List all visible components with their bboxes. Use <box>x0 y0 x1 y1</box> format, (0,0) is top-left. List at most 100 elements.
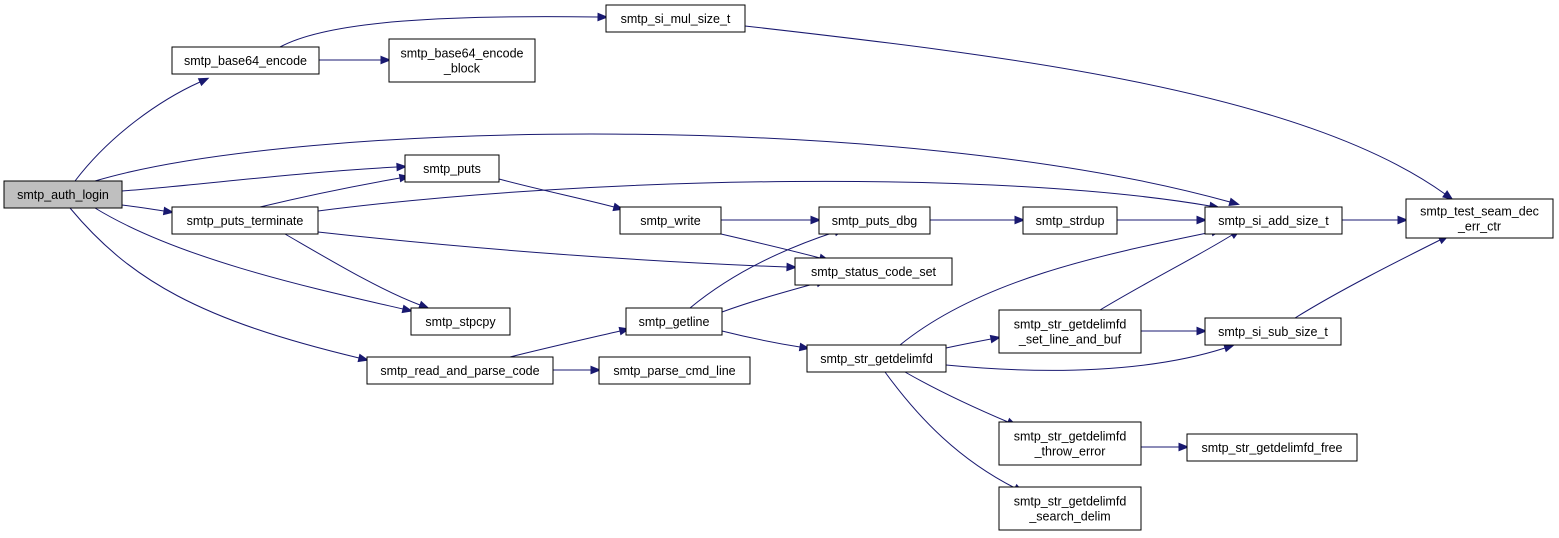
function-node-smtp-si-mul-size-t[interactable]: smtp_si_mul_size_t <box>605 4 746 33</box>
node-box <box>1186 433 1358 462</box>
arrow-head <box>1196 326 1208 336</box>
node-label: smtp_str_getdelimfd <box>1014 318 1127 332</box>
node-label: smtp_puts <box>423 162 481 176</box>
call-edge <box>317 231 798 272</box>
call-edge <box>74 77 210 182</box>
call-edge <box>121 162 408 192</box>
function-node-smtp-getline[interactable]: smtp_getline <box>625 307 723 336</box>
call-edge <box>259 173 411 208</box>
node-box <box>410 307 511 336</box>
call-edge <box>498 178 625 212</box>
node-label: _set_line_and_buf <box>1018 333 1122 347</box>
edge-line <box>1099 234 1233 311</box>
call-edge <box>509 326 631 358</box>
node-box <box>366 356 554 385</box>
node-box <box>794 257 953 286</box>
node-label: smtp_status_code_set <box>811 265 937 279</box>
node-label: smtp_base64_encode <box>184 54 307 68</box>
function-node-smtp-read-and-parse-code[interactable]: smtp_read_and_parse_code <box>366 356 554 385</box>
node-box <box>625 307 723 336</box>
call-edge <box>721 215 822 225</box>
call-edge <box>744 25 1454 201</box>
function-node-smtp-puts-terminate[interactable]: smtp_puts_terminate <box>171 206 319 235</box>
function-node-smtp-si-add-size-t[interactable]: smtp_si_add_size_t <box>1204 206 1343 235</box>
node-box <box>3 180 123 209</box>
arrow-head <box>786 262 798 272</box>
arrow-head <box>1228 197 1240 207</box>
function-node-smtp-base64-encode[interactable]: smtp_base64_encode <box>171 46 320 75</box>
node-box <box>818 206 931 235</box>
call-edge <box>930 215 1026 225</box>
function-node-smtp-str-getdelimfd-throw-error[interactable]: smtp_str_getdelimfd_throw_error <box>998 421 1142 466</box>
node-label: smtp_si_mul_size_t <box>621 12 731 26</box>
node-box <box>598 356 751 385</box>
node-label: smtp_write <box>640 214 700 228</box>
node-label: _search_delim <box>1028 510 1110 524</box>
function-node-smtp-stpcpy[interactable]: smtp_stpcpy <box>410 307 511 336</box>
function-node-smtp-puts-dbg[interactable]: smtp_puts_dbg <box>818 206 931 235</box>
call-edges <box>69 12 1454 493</box>
call-edge <box>69 207 370 363</box>
node-label: smtp_getline <box>639 315 710 329</box>
arrow-head <box>1397 215 1409 225</box>
node-label: _block <box>443 62 481 76</box>
node-box <box>388 38 536 83</box>
call-edge <box>284 233 430 309</box>
function-node-smtp-strdup[interactable]: smtp_strdup <box>1022 206 1118 235</box>
function-nodes: smtp_auth_loginsmtp_base64_encodesmtp_ba… <box>3 4 1554 531</box>
function-node-smtp-base64-encode-block[interactable]: smtp_base64_encode_block <box>388 38 536 83</box>
function-node-smtp-status-code-set[interactable]: smtp_status_code_set <box>794 257 953 286</box>
function-node-smtp-puts[interactable]: smtp_puts <box>404 154 500 183</box>
arrow-head <box>162 206 175 216</box>
edge-line <box>259 177 401 208</box>
node-label: smtp_read_and_parse_code <box>380 364 539 378</box>
function-node-smtp-str-getdelimfd[interactable]: smtp_str_getdelimfd <box>806 344 947 373</box>
arrow-head <box>1442 190 1454 201</box>
edge-line <box>74 81 201 182</box>
function-node-smtp-test-seam-dec-err-ctr[interactable]: smtp_test_seam_dec_err_ctr <box>1405 198 1554 239</box>
node-label: smtp_strdup <box>1036 214 1105 228</box>
node-label: smtp_str_getdelimfd <box>1014 495 1127 509</box>
arrow-head <box>1196 215 1208 225</box>
node-label: smtp_str_getdelimfd <box>820 352 933 366</box>
arrow-head <box>418 300 430 309</box>
node-box <box>171 46 320 75</box>
node-box <box>1204 317 1342 346</box>
function-node-smtp-write[interactable]: smtp_write <box>619 206 722 235</box>
node-box <box>619 206 722 235</box>
edge-line <box>498 178 615 208</box>
node-label: smtp_puts_dbg <box>832 214 918 228</box>
node-box <box>605 4 746 33</box>
function-node-smtp-str-getdelimfd-set-line-and-buf[interactable]: smtp_str_getdelimfd_set_line_and_buf <box>998 309 1142 354</box>
edge-line <box>121 204 165 212</box>
arrow-head <box>810 215 822 225</box>
node-box <box>171 206 319 235</box>
function-node-smtp-str-getdelimfd-search-delim[interactable]: smtp_str_getdelimfd_search_delim <box>998 486 1142 531</box>
node-label: _err_ctr <box>1457 220 1501 234</box>
function-node-smtp-str-getdelimfd-free[interactable]: smtp_str_getdelimfd_free <box>1186 433 1358 462</box>
function-node-smtp-parse-cmd-line[interactable]: smtp_parse_cmd_line <box>598 356 751 385</box>
arrow-head <box>1223 344 1235 353</box>
arrow-head <box>1014 215 1026 225</box>
call-edge <box>1099 229 1241 311</box>
node-label: smtp_base64_encode <box>400 47 523 61</box>
edge-line <box>720 233 821 259</box>
edge-line <box>721 282 818 313</box>
arrow-head <box>989 334 1002 344</box>
function-node-smtp-si-sub-size-t[interactable]: smtp_si_sub_size_t <box>1204 317 1342 346</box>
edge-line <box>945 338 992 349</box>
node-box <box>806 344 947 373</box>
edge-line <box>94 133 1231 203</box>
edge-line <box>509 330 621 358</box>
edge-line <box>94 207 404 310</box>
node-label: smtp_stpcpy <box>425 315 496 329</box>
node-label: smtp_str_getdelimfd <box>1014 430 1127 444</box>
function-node-smtp-auth-login: smtp_auth_login <box>3 180 123 209</box>
node-box <box>998 486 1142 531</box>
call-edge <box>1141 326 1208 336</box>
edge-line <box>689 231 836 309</box>
node-box <box>1204 206 1343 235</box>
arrow-head <box>396 162 408 172</box>
arrow-head <box>197 77 210 87</box>
